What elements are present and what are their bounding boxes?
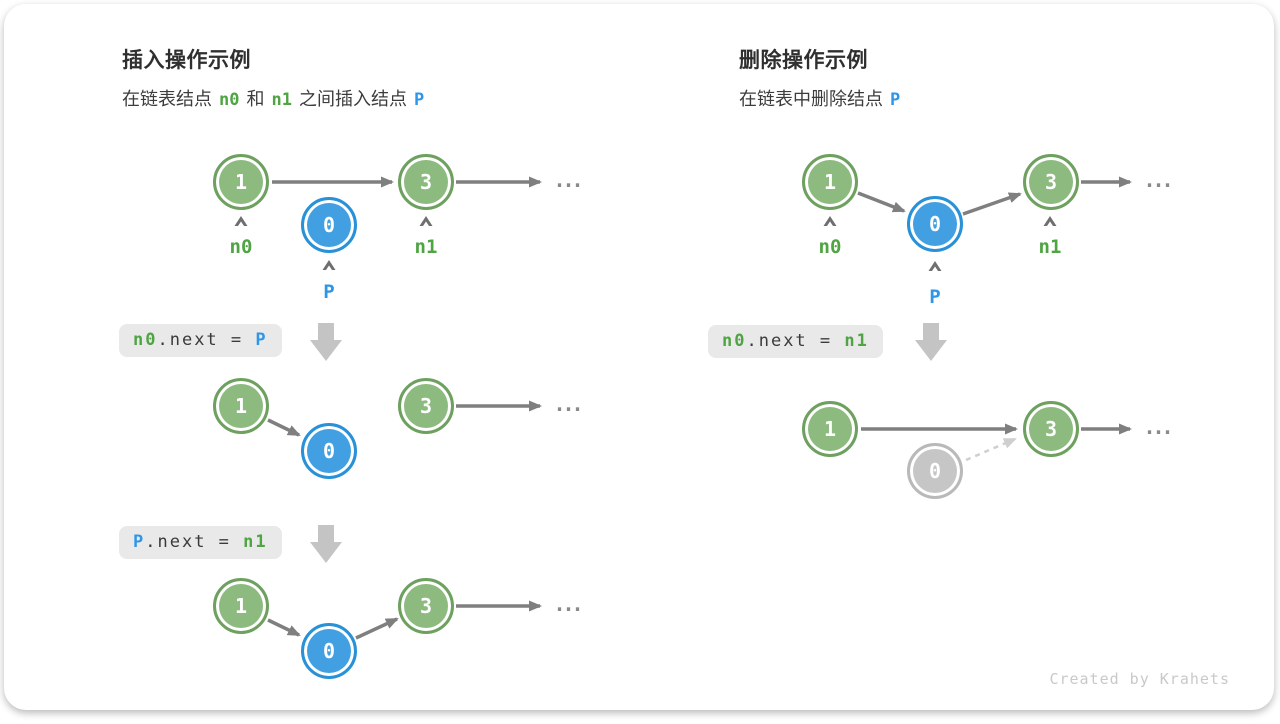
subtitle-text: 在链表结点 [122, 89, 212, 109]
code-mid: .next = [145, 532, 244, 552]
code-rhs: P [255, 330, 268, 350]
node-1: 1 [802, 154, 858, 210]
node-3: 3 [398, 578, 454, 634]
code-rhs: n1 [243, 532, 268, 552]
node-1: 1 [802, 401, 858, 457]
arrow-1-to-0 [267, 618, 301, 637]
arrow-0-to-3 [962, 192, 1022, 216]
code-lhs: n0 [722, 331, 747, 351]
node-p-removed: 0 [907, 443, 963, 499]
node-3: 3 [398, 378, 454, 434]
caret-up-icon [234, 216, 248, 226]
node-p: 0 [907, 196, 963, 252]
ellipsis-text: ... [1143, 415, 1173, 439]
token-n1: n1 [271, 90, 292, 110]
credit-text: Created by Krahets [1049, 670, 1230, 688]
code-p-next-n1: P.next = n1 [119, 526, 282, 559]
label-n0: n0 [818, 236, 842, 258]
label-p: P [929, 286, 941, 308]
insert-title: 插入操作示例 [122, 49, 251, 72]
caret-up-icon [1043, 216, 1057, 226]
code-mid: .next = [746, 331, 845, 351]
node-3: 3 [1023, 154, 1079, 210]
node-1: 1 [213, 378, 269, 434]
ellipsis-text: ... [1143, 168, 1173, 192]
label-n1: n1 [414, 236, 438, 258]
subtitle-text: 之间插入结点 [298, 89, 407, 109]
caret-up-icon [419, 216, 433, 226]
node-1: 1 [213, 578, 269, 634]
subtitle-text: 在链表中删除结点 [739, 89, 883, 109]
down-arrow-icon [915, 323, 947, 361]
down-arrow-icon [310, 323, 342, 361]
label-n0: n0 [229, 236, 253, 258]
delete-step1-arrows [857, 176, 1132, 216]
arrow-1-to-0 [267, 418, 301, 437]
arrow-1-to-0 [857, 191, 906, 213]
ellipsis-text: ... [553, 168, 583, 192]
ellipsis-text: ... [553, 392, 583, 416]
node-3: 3 [1023, 401, 1079, 457]
code-mid: .next = [157, 330, 256, 350]
arrow-0-to-3 [355, 617, 399, 640]
code-rhs: n1 [844, 331, 869, 351]
code-n0-next-n1: n0.next = n1 [708, 325, 883, 358]
figure-card: 插入操作示例 在链表结点 n0 和 n1 之间插入结点 P 1 0 3 n0 n1 P .… [4, 4, 1274, 710]
node-p: 0 [301, 423, 357, 479]
code-n0-next-p: n0.next = P [119, 324, 282, 357]
node-p: 0 [301, 623, 357, 679]
delete-title: 删除操作示例 [739, 49, 868, 72]
caret-up-icon [823, 216, 837, 226]
node-1: 1 [213, 154, 269, 210]
code-lhs: P [133, 532, 146, 552]
token-p: P [890, 90, 901, 110]
caret-up-icon [322, 260, 336, 270]
label-n1: n1 [1038, 236, 1062, 258]
label-p: P [323, 281, 335, 303]
down-arrow-icon [310, 525, 342, 563]
token-p: P [413, 90, 425, 110]
insert-subtitle: 在链表结点 n0 和 n1 之间插入结点 P [122, 85, 431, 111]
ellipsis-text: ... [553, 592, 583, 616]
node-p: 0 [301, 197, 357, 253]
code-lhs: n0 [133, 330, 158, 350]
caret-up-icon [928, 261, 942, 271]
subtitle-text: 和 [246, 89, 265, 109]
delete-subtitle: 在链表中删除结点 P [739, 85, 907, 111]
node-3: 3 [398, 154, 454, 210]
dashed-arrow-0-to-3 [965, 437, 1017, 462]
token-n0: n0 [219, 90, 240, 110]
arrows-layer [234, 176, 1132, 640]
